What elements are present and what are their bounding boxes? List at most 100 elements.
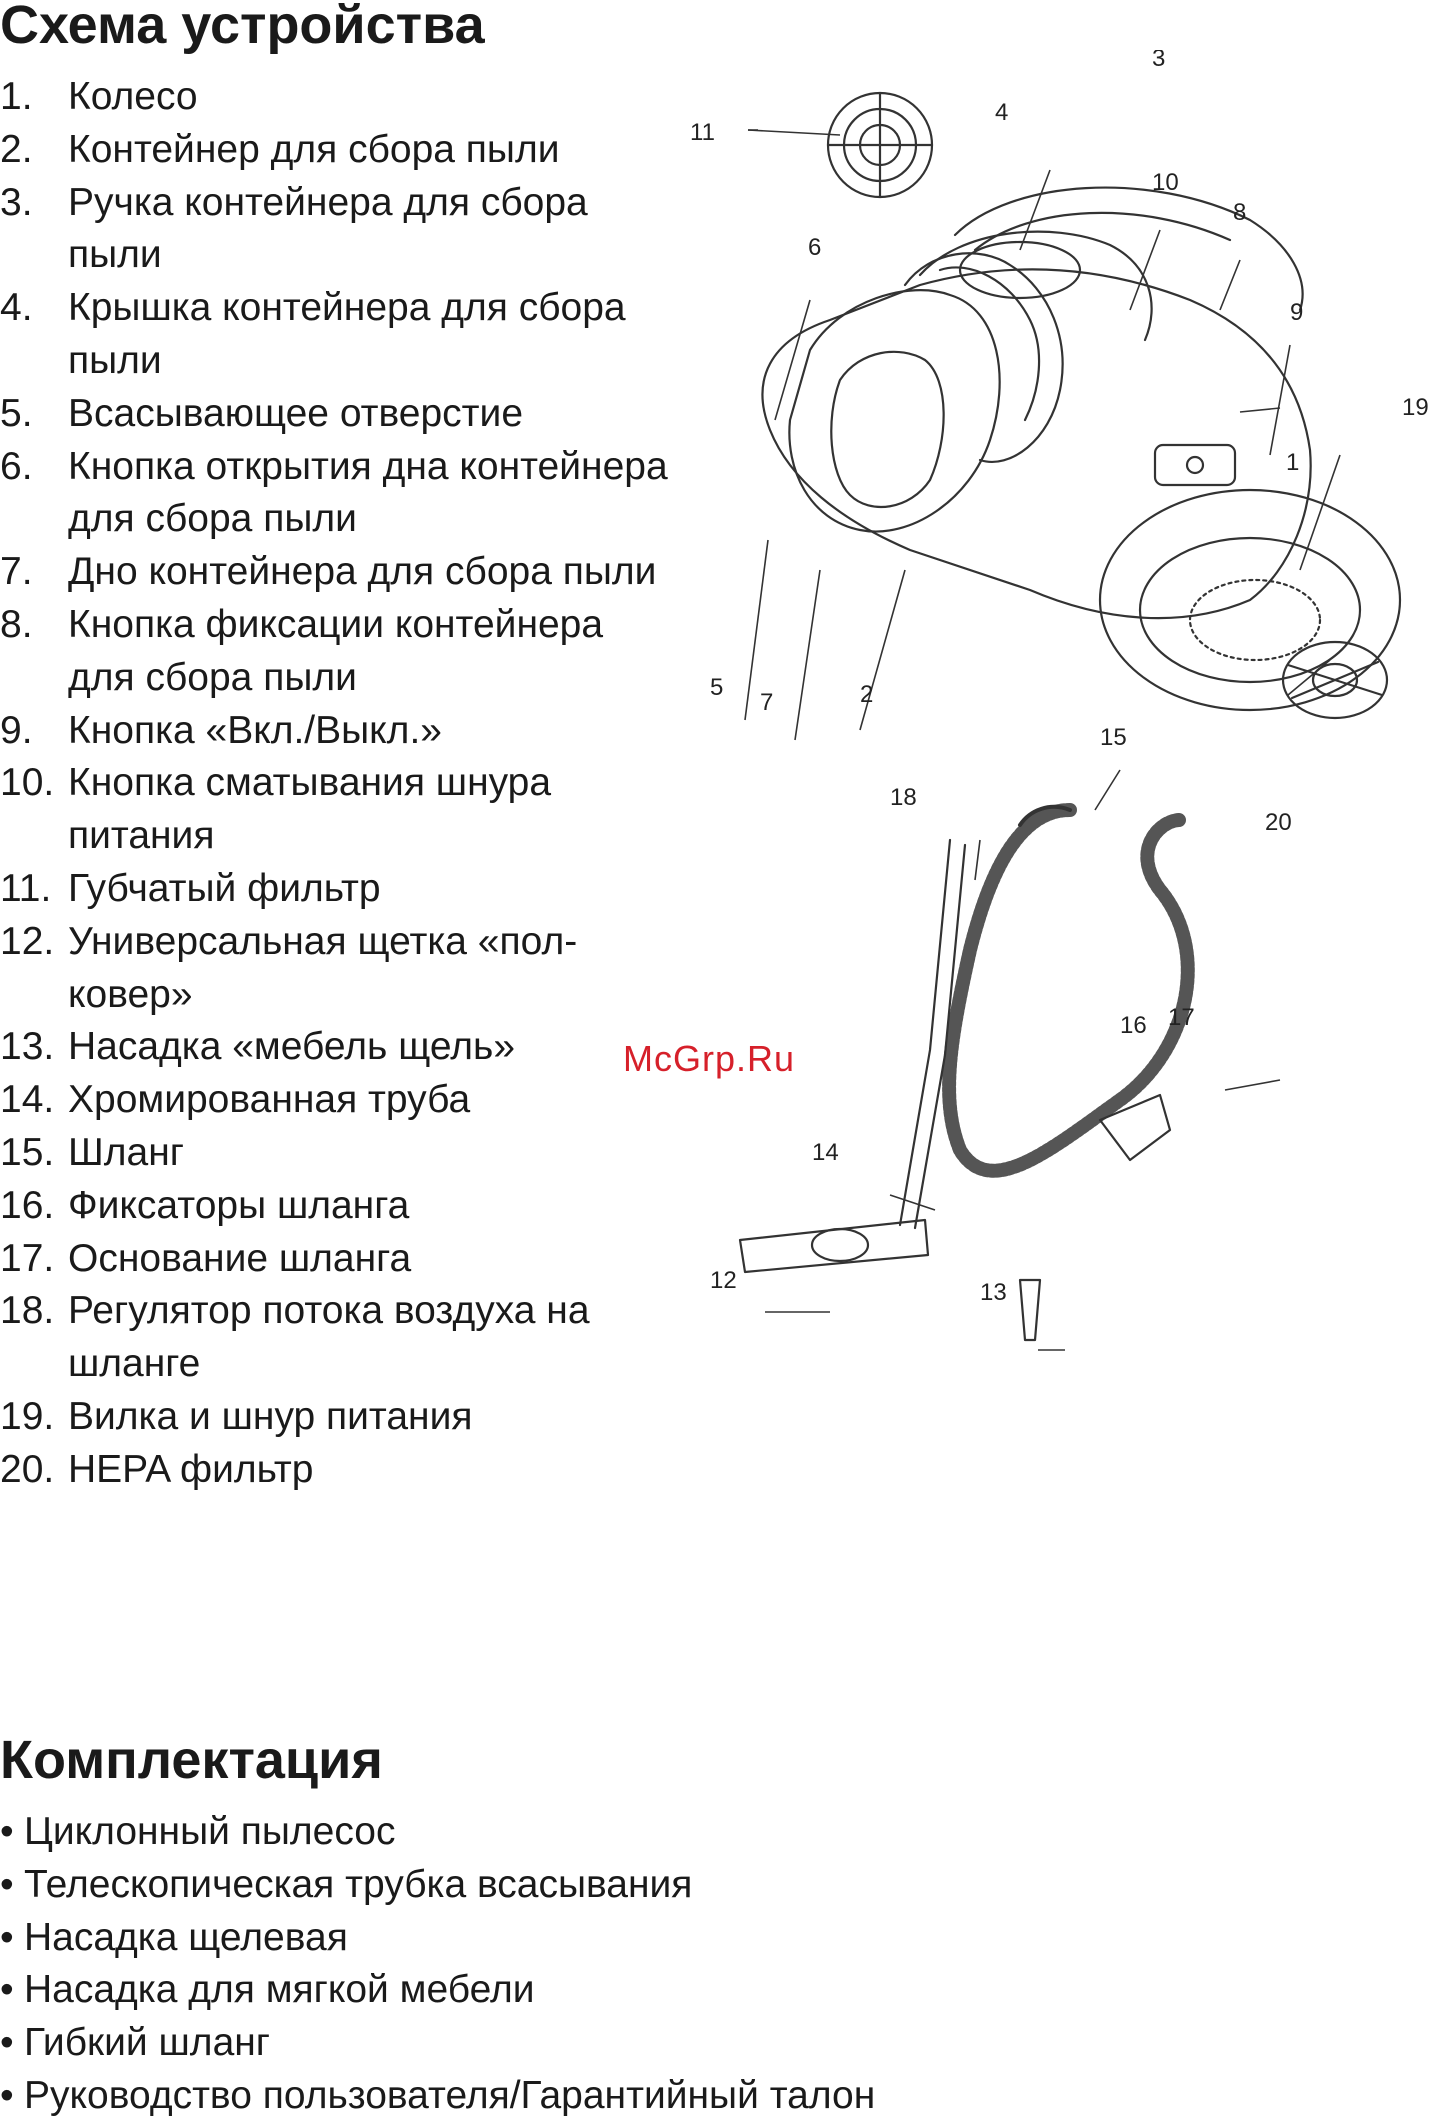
parts-list-item: 17. Основание шланга (0, 1233, 670, 1286)
callout-11: 11 (690, 119, 715, 146)
vacuum-cleaner-diagram: 1 2 3 4 5 6 7 8 9 10 11 12 13 14 15 16 1… (690, 50, 1436, 1450)
callout-20: 20 (1265, 809, 1292, 836)
parts-list-item: 13. Насадка «мебель щель» (0, 1021, 670, 1074)
item-number: 11. (0, 866, 52, 910)
callout-16: 16 (1120, 1012, 1147, 1039)
package-item-text: Циклонный пылесос (24, 1810, 396, 1853)
parts-list-item: 12. Универсальная щетка «пол-ковер» (0, 916, 670, 1022)
parts-list-item: 8. Кнопка фиксации контейнера для сбора п… (0, 599, 670, 705)
bullet-icon: • (0, 1915, 14, 1959)
callout-2: 2 (860, 681, 873, 708)
item-number: 20. (0, 1447, 55, 1491)
package-item: •Руководство пользователя/Гарантийный та… (0, 2070, 875, 2123)
item-number: 14. (0, 1078, 55, 1122)
item-number: 13. (0, 1025, 55, 1069)
bullet-icon: • (0, 1862, 14, 1906)
bullet-icon: • (0, 1968, 14, 2012)
callout-15: 15 (1100, 724, 1127, 751)
package-item: •Гибкий шланг (0, 2017, 875, 2070)
item-number: 15. (0, 1130, 55, 1174)
parts-list-item: 2. Контейнер для сбора пыли (0, 124, 670, 177)
callout-13: 13 (980, 1279, 1007, 1306)
item-text: Хромированная труба (68, 1078, 471, 1122)
item-number: 19. (0, 1394, 55, 1438)
item-text: Кнопка фиксации контейнера для сбора пыл… (68, 602, 604, 699)
device-parts-list: 1. Колесо 2. Контейнер для сбора пыли 3.Ру… (0, 71, 670, 1497)
package-item: •Телескопическая трубка всасывания (0, 1859, 875, 1912)
parts-list-item: 16. Фиксаторы шланга (0, 1180, 670, 1233)
item-text: Кнопка сматывания шнура питания (68, 761, 552, 858)
parts-list-item: 11.Губчатый фильтр (0, 863, 670, 916)
package-item-text: Насадка щелевая (24, 1915, 348, 1959)
watermark: McGrp.Ru (623, 1038, 796, 1079)
item-number: 12. (0, 919, 55, 963)
parts-list-item: 7. Дно контейнера для сбора пыли (0, 546, 670, 599)
parts-list-item: 5. Всасывающее отверстие (0, 388, 670, 441)
item-text: Крышка контейнера для сбора пыли (68, 286, 626, 382)
parts-list-item: 18.Регулятор потока воздуха на шланге (0, 1285, 670, 1391)
callout-1: 1 (1286, 449, 1299, 476)
item-number: 5. (0, 391, 33, 435)
callout-12: 12 (710, 1267, 737, 1294)
item-text: Контейнер для сбора пыли (68, 127, 560, 171)
bullet-icon: • (0, 2073, 14, 2117)
parts-list-item: 1. Колесо (0, 71, 670, 124)
bullet-icon: • (0, 2021, 14, 2065)
callout-18: 18 (890, 784, 917, 811)
package-item-text: Гибкий шланг (24, 2021, 271, 2065)
item-number: 16. (0, 1183, 55, 1227)
parts-list-item: 9. Кнопка «Вкл./Выкл.» (0, 705, 670, 758)
item-text: HEPA фильтр (68, 1447, 314, 1491)
item-number: 3. (0, 180, 33, 224)
parts-list-item: 15. Шланг (0, 1127, 670, 1180)
parts-list-item: 4. Крышка контейнера для сбора пыли (0, 282, 670, 388)
item-number: 1. (0, 75, 33, 118)
item-number: 10. (0, 761, 55, 805)
item-number: 17. (0, 1236, 55, 1280)
item-number: 8. (0, 602, 33, 646)
callout-8: 8 (1233, 199, 1246, 226)
callout-10: 10 (1152, 169, 1179, 196)
parts-list-item: 10. Кнопка сматывания шнура питания (0, 757, 670, 863)
callout-3: 3 (1152, 50, 1165, 72)
package-item: •Насадка щелевая (0, 1912, 875, 1965)
item-number: 2. (0, 127, 33, 171)
callout-14: 14 (812, 1139, 839, 1166)
bullet-icon: • (0, 1810, 14, 1853)
package-title: Комплектация (0, 1730, 383, 1790)
device-scheme-title: Схема устройства (0, 0, 485, 55)
item-text: Всасывающее отверстие (68, 391, 524, 435)
parts-list-item: 20. HEPA фильтр (0, 1444, 670, 1497)
parts-list-item: 3.Ручка контейнера для сбора пыли (0, 177, 670, 283)
item-text: Колесо (68, 75, 198, 118)
item-text: Универсальная щетка «пол-ковер» (68, 919, 578, 1016)
item-text: Основание шланга (68, 1236, 412, 1280)
package-item-text: Насадка для мягкой мебели (24, 1968, 535, 2012)
parts-list-item: 14. Хромированная труба (0, 1074, 670, 1127)
item-text: Шланг (68, 1130, 184, 1174)
package-item-text: Руководство пользователя/Гарантийный тал… (24, 2073, 876, 2117)
item-number: 6. (0, 444, 33, 488)
item-number: 18. (0, 1289, 55, 1333)
parts-list-item: 19. Вилка и шнур питания (0, 1391, 670, 1444)
item-text: Фиксаторы шланга (68, 1183, 410, 1227)
callout-7: 7 (760, 689, 773, 716)
package-item-text: Телескопическая трубка всасывания (24, 1862, 693, 1906)
diagram-callouts: 1 2 3 4 5 6 7 8 9 10 11 12 13 14 15 16 1… (690, 50, 1429, 1306)
item-text: Дно контейнера для сбора пыли (68, 550, 657, 594)
item-text: Насадка «мебель щель» (68, 1025, 516, 1069)
callout-9: 9 (1290, 299, 1303, 326)
package-list: •Циклонный пылесос •Телескопическая труб… (0, 1806, 875, 2123)
package-item: •Насадка для мягкой мебели (0, 1964, 875, 2017)
callout-6: 6 (808, 234, 821, 261)
item-text: Кнопка «Вкл./Выкл.» (68, 708, 442, 752)
package-item: •Циклонный пылесос (0, 1806, 875, 1859)
callout-19: 19 (1402, 394, 1429, 421)
item-text: Кнопка открытия дна контейнера для сбора… (68, 444, 668, 541)
parts-list-item: 6. Кнопка открытия дна контейнера для сбо… (0, 441, 670, 547)
item-text: Вилка и шнур питания (68, 1394, 473, 1438)
item-number: 4. (0, 286, 33, 330)
item-number: 9. (0, 708, 33, 752)
callout-5: 5 (710, 674, 723, 701)
item-number: 7. (0, 550, 33, 594)
